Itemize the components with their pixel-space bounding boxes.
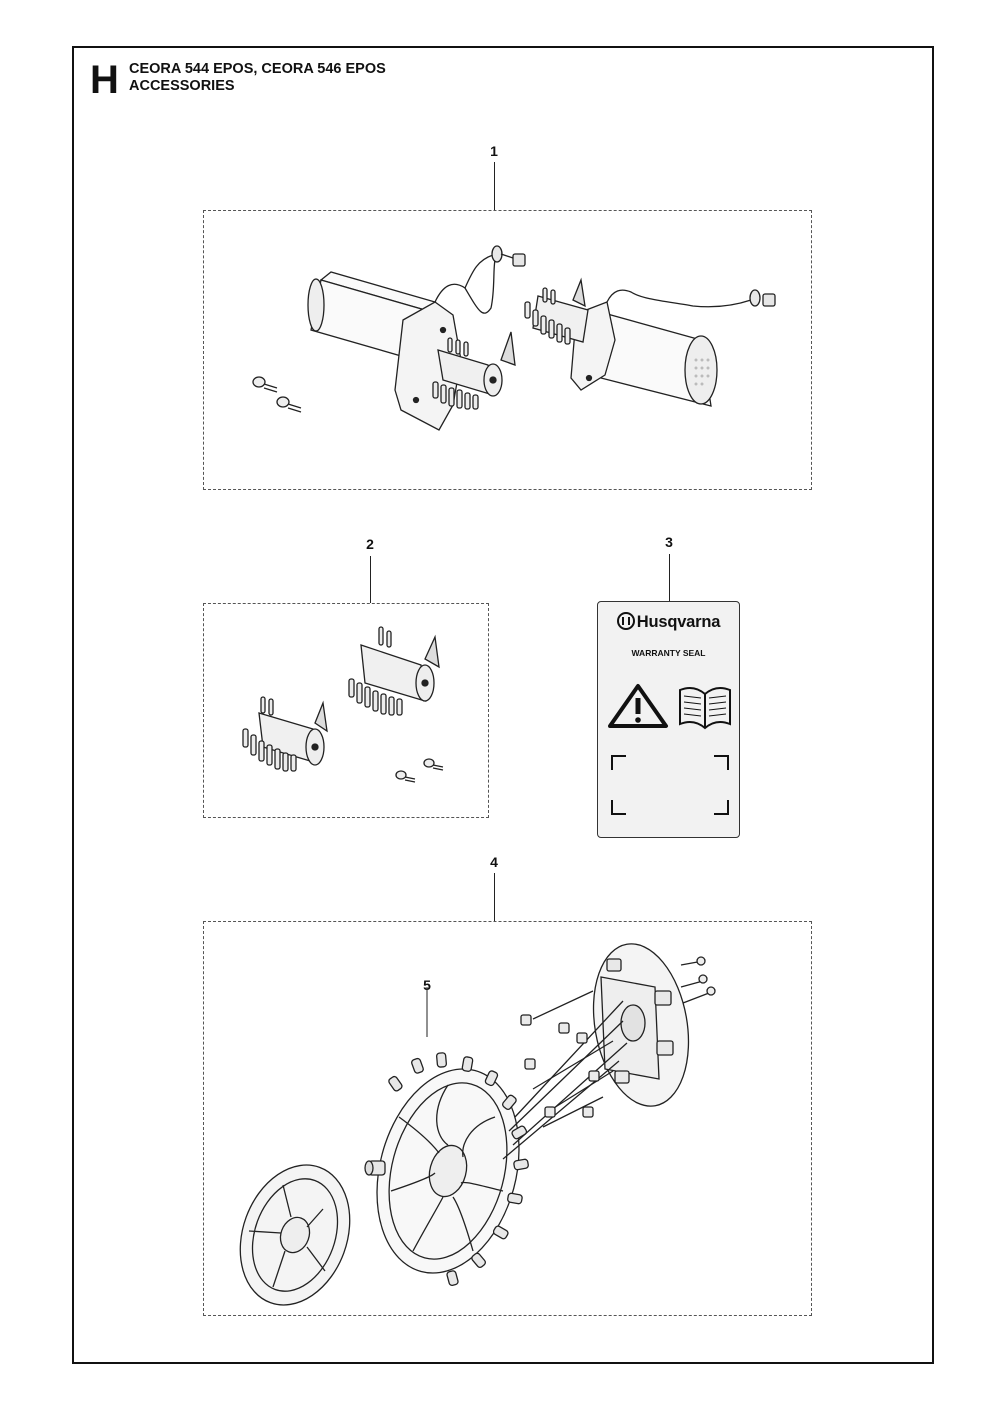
leader-3 (669, 554, 670, 601)
explosion-lines (502, 960, 710, 1160)
page-frame (72, 46, 934, 1364)
callout-4: 4 (490, 854, 498, 870)
wheel-kit-illustration (239, 943, 716, 1306)
upper-brush (348, 626, 440, 716)
warning-triangle-icon (608, 684, 668, 728)
leader-2 (370, 556, 371, 603)
assembly-box-1 (203, 210, 812, 490)
assembly-box-2 (203, 603, 489, 818)
brush-set-illustration (242, 626, 444, 783)
callout-2: 2 (366, 536, 374, 552)
callout-5: 5 (423, 977, 431, 993)
right-brush (524, 277, 589, 345)
left-brush (432, 331, 516, 410)
axle-bushing (364, 1160, 386, 1176)
leader-4 (494, 873, 495, 921)
lower-brush (242, 696, 328, 772)
husqvarna-crown-icon (616, 612, 635, 630)
warranty-seal: Husqvarna WARRANTY SEAL (597, 601, 740, 838)
hub-plate (592, 943, 690, 1107)
seal-corner-marks (611, 755, 729, 815)
clips (520, 1014, 600, 1118)
leader-1 (494, 162, 495, 210)
left-brush-motor (307, 254, 494, 431)
wheel (376, 1052, 529, 1287)
right-brush-motor (570, 289, 776, 407)
brush-screws (395, 758, 444, 783)
callout-3: 3 (665, 534, 673, 550)
manual-book-icon (679, 686, 731, 730)
section-letter: H (90, 58, 119, 102)
hub-cap (239, 1164, 351, 1306)
seal-graphics (608, 684, 731, 815)
brush-motor-kit-illustration (252, 245, 776, 431)
wheel-screws (696, 956, 716, 996)
seal-brand-name: Husqvarna (636, 613, 721, 631)
husqvarna-logo: Husqvarna (598, 612, 739, 632)
screws (252, 376, 302, 413)
assembly-box-4 (203, 921, 812, 1316)
seal-label: WARRANTY SEAL (631, 648, 706, 658)
page-title: CEORA 544 EPOS, CEORA 546 EPOS ACCESSORI… (129, 61, 386, 95)
callout-1: 1 (490, 143, 498, 159)
title-models: CEORA 544 EPOS, CEORA 546 EPOS (129, 61, 386, 77)
title-subtitle: ACCESSORIES (129, 78, 235, 94)
